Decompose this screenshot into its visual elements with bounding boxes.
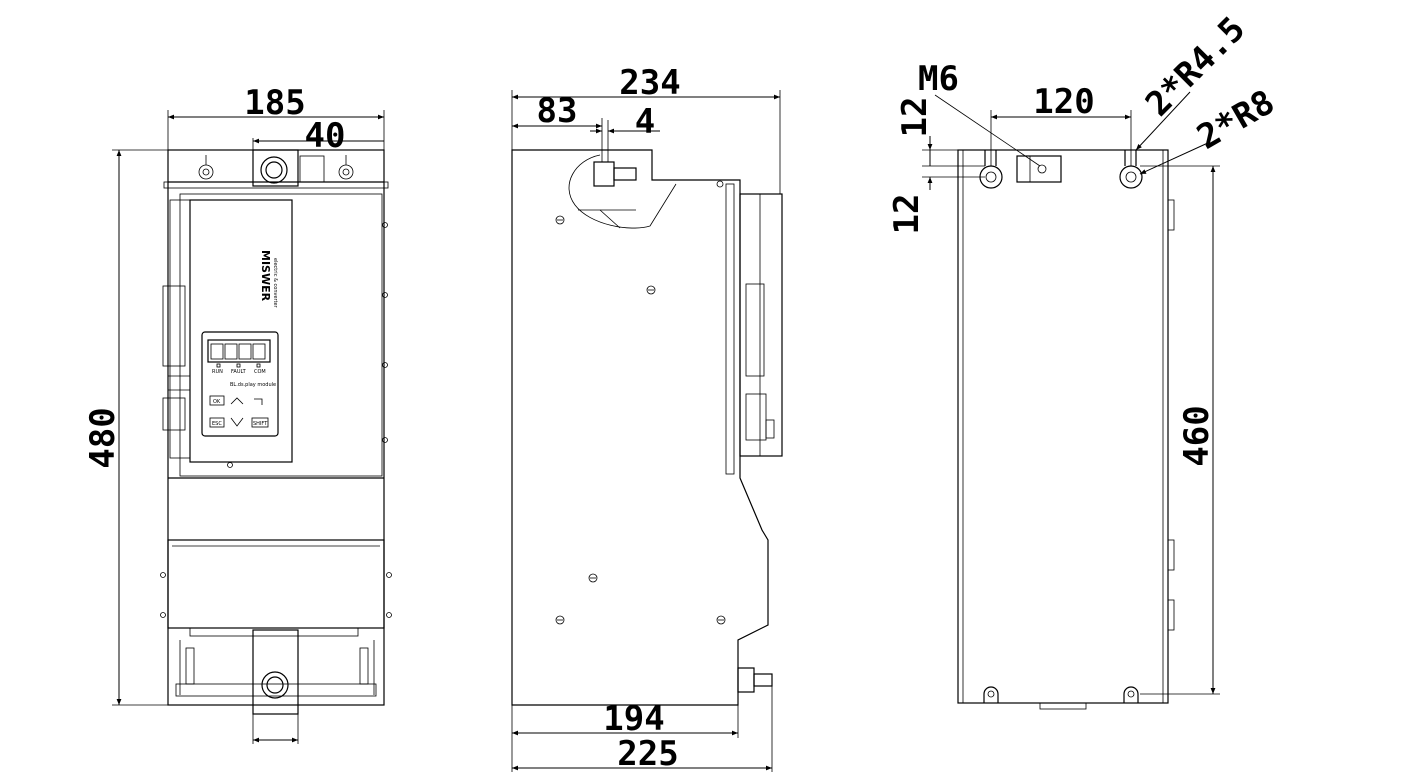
label-radius-large: 2*R8 [1191, 82, 1282, 158]
front-cover-panel [189, 199, 293, 463]
dim-front-width: 185 [244, 83, 305, 123]
dim-side-terminal-thickness: 4 [635, 102, 655, 142]
side-top-terminal-stud [593, 150, 637, 187]
keypad-module: RUN FAULT COM BL.ds.play module OK ESC S… [201, 331, 279, 437]
dim-back-gap-bottom: 12 [887, 194, 927, 235]
dim-back-mount-height: 460 [1177, 405, 1217, 466]
led-display [207, 339, 271, 363]
led-label-com: COM [254, 369, 266, 375]
led-label-fault: FAULT [231, 369, 247, 375]
front-top-mount-hole-right [338, 155, 354, 180]
dim-front-terminal-width: 40 [305, 116, 346, 156]
front-body-outline [167, 149, 385, 706]
key-ok [209, 395, 225, 406]
label-m6-thread: M6 [918, 59, 959, 99]
brand-logo: MISWER [259, 250, 272, 302]
module-caption: BL.ds.play module [230, 382, 276, 388]
back-body-outline [957, 149, 1169, 704]
key-down-icon [230, 417, 244, 427]
dim-back-gap-top: 12 [895, 97, 935, 138]
key-up-icon [230, 397, 244, 405]
key-esc-label: ESC [212, 421, 222, 427]
front-top-mount-hole-left [198, 155, 214, 180]
key-shift [251, 417, 269, 428]
side-body-outline [511, 149, 769, 706]
key-esc [209, 417, 225, 428]
led-label-run: RUN [212, 369, 223, 375]
side-screws [555, 215, 726, 625]
dim-side-overall-depth: 234 [619, 63, 680, 103]
side-bottom-terminal-stud [737, 667, 773, 693]
front-left-terminal-strip [162, 199, 191, 459]
front-top-terminal [252, 149, 325, 187]
dim-side-base-inner: 194 [603, 699, 664, 739]
key-ok-label: OK [213, 399, 221, 405]
dim-side-terminal-offset: 83 [537, 91, 578, 131]
key-shift-arrow-icon [254, 398, 263, 405]
back-view: M6 120 12 12 2*R4.5 2*R8 460 [887, 9, 1282, 710]
front-bottom-terminal [252, 629, 299, 715]
front-view: MISWER electric & converter RUN FAULT CO… [83, 83, 392, 744]
brand-subtitle: electric & converter [272, 258, 278, 309]
front-lower-housing [160, 539, 392, 697]
dim-front-height: 480 [83, 407, 123, 468]
key-shift-label: SHIFT [253, 421, 268, 427]
side-view: 234 83 4 194 225 [511, 63, 783, 774]
dim-side-base-outer: 225 [617, 734, 678, 774]
back-ground-tab [1016, 155, 1062, 183]
back-bottom-keyholes [983, 686, 1139, 703]
dim-back-hole-spacing: 120 [1033, 82, 1094, 122]
